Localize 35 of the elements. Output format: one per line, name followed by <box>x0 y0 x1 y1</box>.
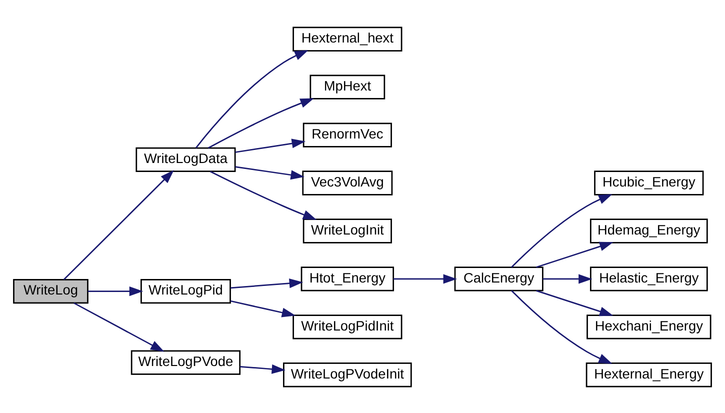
arrow <box>88 286 144 296</box>
arrow <box>536 290 614 316</box>
arrow <box>235 138 306 152</box>
arrow <box>536 241 614 268</box>
node-box: Hcubic_Energy <box>594 170 704 195</box>
arrow <box>210 170 317 220</box>
node-box: WriteLogPVode <box>130 350 241 374</box>
arrow <box>195 50 308 148</box>
node-box: Vec3VolAvg <box>302 170 393 195</box>
arrow <box>230 300 296 317</box>
node-box: RenormVec <box>302 122 392 147</box>
node-box: Hexternal_Energy <box>586 362 712 387</box>
arrow <box>235 166 304 180</box>
node-box: Hexternal_hext <box>292 26 402 51</box>
arrow <box>511 194 612 268</box>
arrow <box>240 364 286 374</box>
node-box: Hdemag_Energy <box>590 218 708 243</box>
node-box: WriteLogPidInit <box>292 314 402 339</box>
arrow <box>208 98 314 148</box>
arrow <box>511 290 612 364</box>
arrow <box>542 274 592 284</box>
node-box: Htot_Energy <box>300 266 394 291</box>
arrow <box>393 274 458 284</box>
node-box: WriteLogInit <box>302 218 392 243</box>
arrow <box>74 302 164 352</box>
arrow <box>230 278 304 288</box>
node-box: CalcEnergy <box>454 266 544 291</box>
node-box: WriteLog <box>13 278 88 304</box>
node-box: WriteLogData <box>136 146 236 172</box>
node-box: WriteLogPid <box>140 278 231 304</box>
node-box: WriteLogPVodeInit <box>283 362 412 387</box>
node-box: Helastic_Energy <box>590 266 708 291</box>
arrow <box>63 170 174 280</box>
node-box: Hexchani_Energy <box>586 314 712 339</box>
node-box: MpHext <box>310 74 386 99</box>
